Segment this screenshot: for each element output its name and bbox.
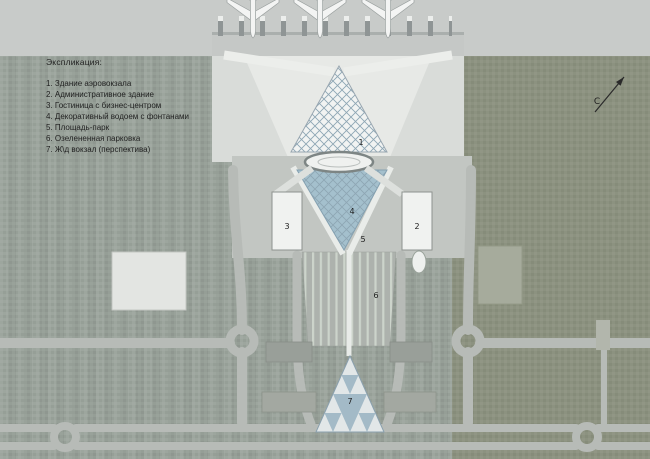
rail-station <box>315 354 385 433</box>
service-building <box>261 391 317 413</box>
terminal-building <box>212 50 464 162</box>
admin-building <box>401 191 433 251</box>
legend-item: 7. Ж\д вокзал (перспектива) <box>46 145 151 154</box>
north-arrow: С <box>594 76 625 113</box>
terminal-pier <box>212 16 464 56</box>
label-parking: 6 <box>373 291 378 300</box>
service-building <box>389 341 433 363</box>
roundabout <box>50 422 80 452</box>
entrance-canopy <box>273 150 405 197</box>
jet-bridges <box>216 16 452 36</box>
road-network <box>0 165 650 452</box>
roundabout <box>572 422 602 452</box>
buildings <box>111 191 610 413</box>
roundabout <box>225 324 259 358</box>
legend-item: 5. Площадь-парк <box>46 123 110 132</box>
aircraft-group <box>226 0 415 39</box>
east-small-building <box>596 320 610 350</box>
north-label: С <box>594 97 600 107</box>
legend-title: Экспликация: <box>46 57 103 67</box>
service-building <box>265 341 313 363</box>
label-terminal: 1 <box>358 138 363 147</box>
label-pond: 4 <box>349 207 354 216</box>
hotel-building <box>271 191 303 251</box>
label-admin: 2 <box>414 222 419 231</box>
label-plaza: 5 <box>360 235 365 244</box>
service-building <box>383 391 437 413</box>
label-rail-station: 7 <box>347 397 352 406</box>
admin-court-oval <box>411 250 427 274</box>
roundabout <box>451 324 485 358</box>
legend-item: 3. Гостиница с бизнес-центром <box>46 101 162 110</box>
legend: Экспликация: 1. Здание аэровокзала 2. Ад… <box>46 57 226 155</box>
legend-item: 2. Административное здание <box>46 90 155 99</box>
label-hotel: 3 <box>284 222 289 231</box>
legend-item: 1. Здание аэровокзала <box>46 79 132 88</box>
pond <box>290 165 394 256</box>
parking-area <box>301 250 397 356</box>
legend-item: 6. Озелененная парковка <box>46 134 141 143</box>
legend-item: 4. Декоративный водоем с фонтанами <box>46 112 190 121</box>
west-building <box>111 251 187 311</box>
east-building <box>477 245 523 305</box>
plan-number-labels: 1 2 3 4 5 6 7 <box>284 138 419 406</box>
north-arrowhead-icon <box>616 77 624 86</box>
